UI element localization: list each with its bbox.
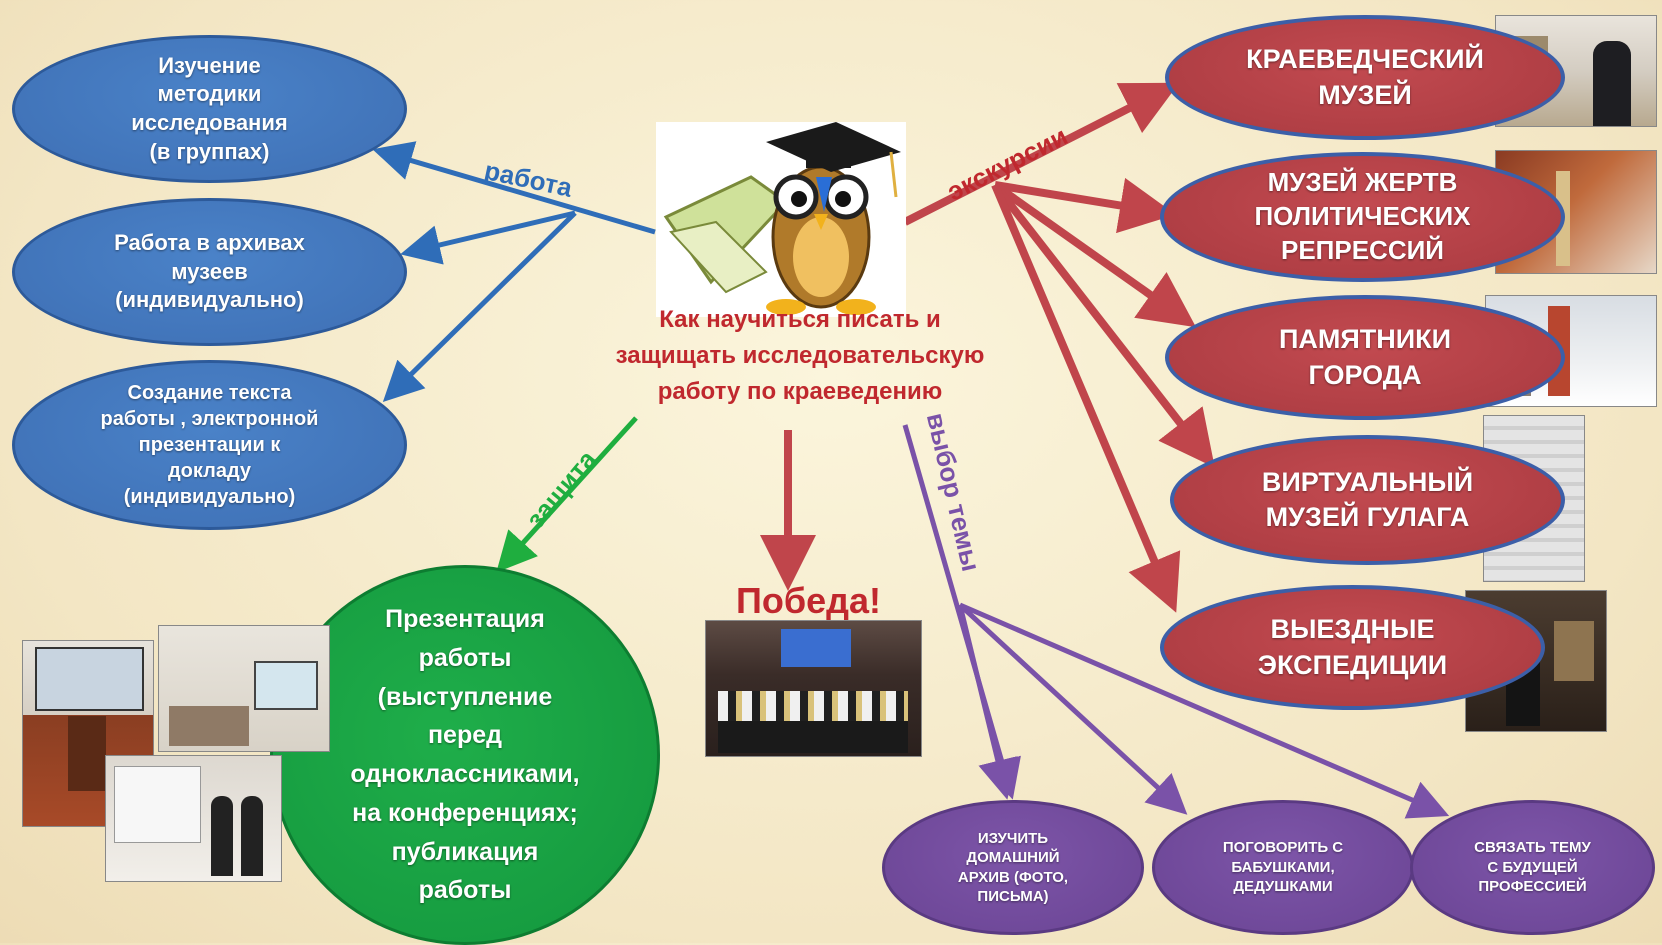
node-talk-grandparents: ПОГОВОРИТЬ С БАБУШКАМИ, ДЕДУШКАМИ [1152,800,1414,935]
node-text-creation: Создание текста работы , электронной пре… [12,360,407,530]
owl-image [656,122,906,317]
node-virtual-gulag-museum: ВИРТУАЛЬНЫЙ МУЗЕЙ ГУЛАГА [1170,435,1565,565]
red-arrows [760,82,1215,613]
victory-label: Победа! [736,580,881,621]
central-title: Как научиться писать и защищать исследов… [615,306,985,405]
node-study-method: Изучение методики исследования (в группа… [12,35,407,183]
node-home-archive: ИЗУЧИТЬ ДОМАШНИЙ АРХИВ (ФОТО, ПИСЬМА) [882,800,1144,935]
node-city-monuments: ПАМЯТНИКИ ГОРОДА [1165,295,1565,420]
classroom-photo [158,625,330,752]
node-archive-work: Работа в архивах музеев (индивидуально) [12,198,407,346]
node-repression-museum: МУЗЕЙ ЖЕРТВ ПОЛИТИЧЕСКИХ РЕПРЕССИЙ [1160,152,1565,282]
award-group-photo [705,620,922,757]
node-presentation: Презентация работы (выступление перед од… [270,565,660,945]
node-local-museum: КРАЕВЕДЧЕСКИЙ МУЗЕЙ [1165,15,1565,140]
node-field-expeditions: ВЫЕЗДНЫЕ ЭКСПЕДИЦИИ [1160,585,1545,710]
blue-arrows [372,141,656,403]
owl-scholar-icon [663,122,901,315]
node-link-profession: СВЯЗАТЬ ТЕМУ С БУДУЩЕЙ ПРОФЕССИЕЙ [1410,800,1655,935]
podium-photo [22,640,154,827]
green-arrow [496,416,638,573]
purple-arrows [902,424,1450,819]
students-photo [105,755,282,882]
